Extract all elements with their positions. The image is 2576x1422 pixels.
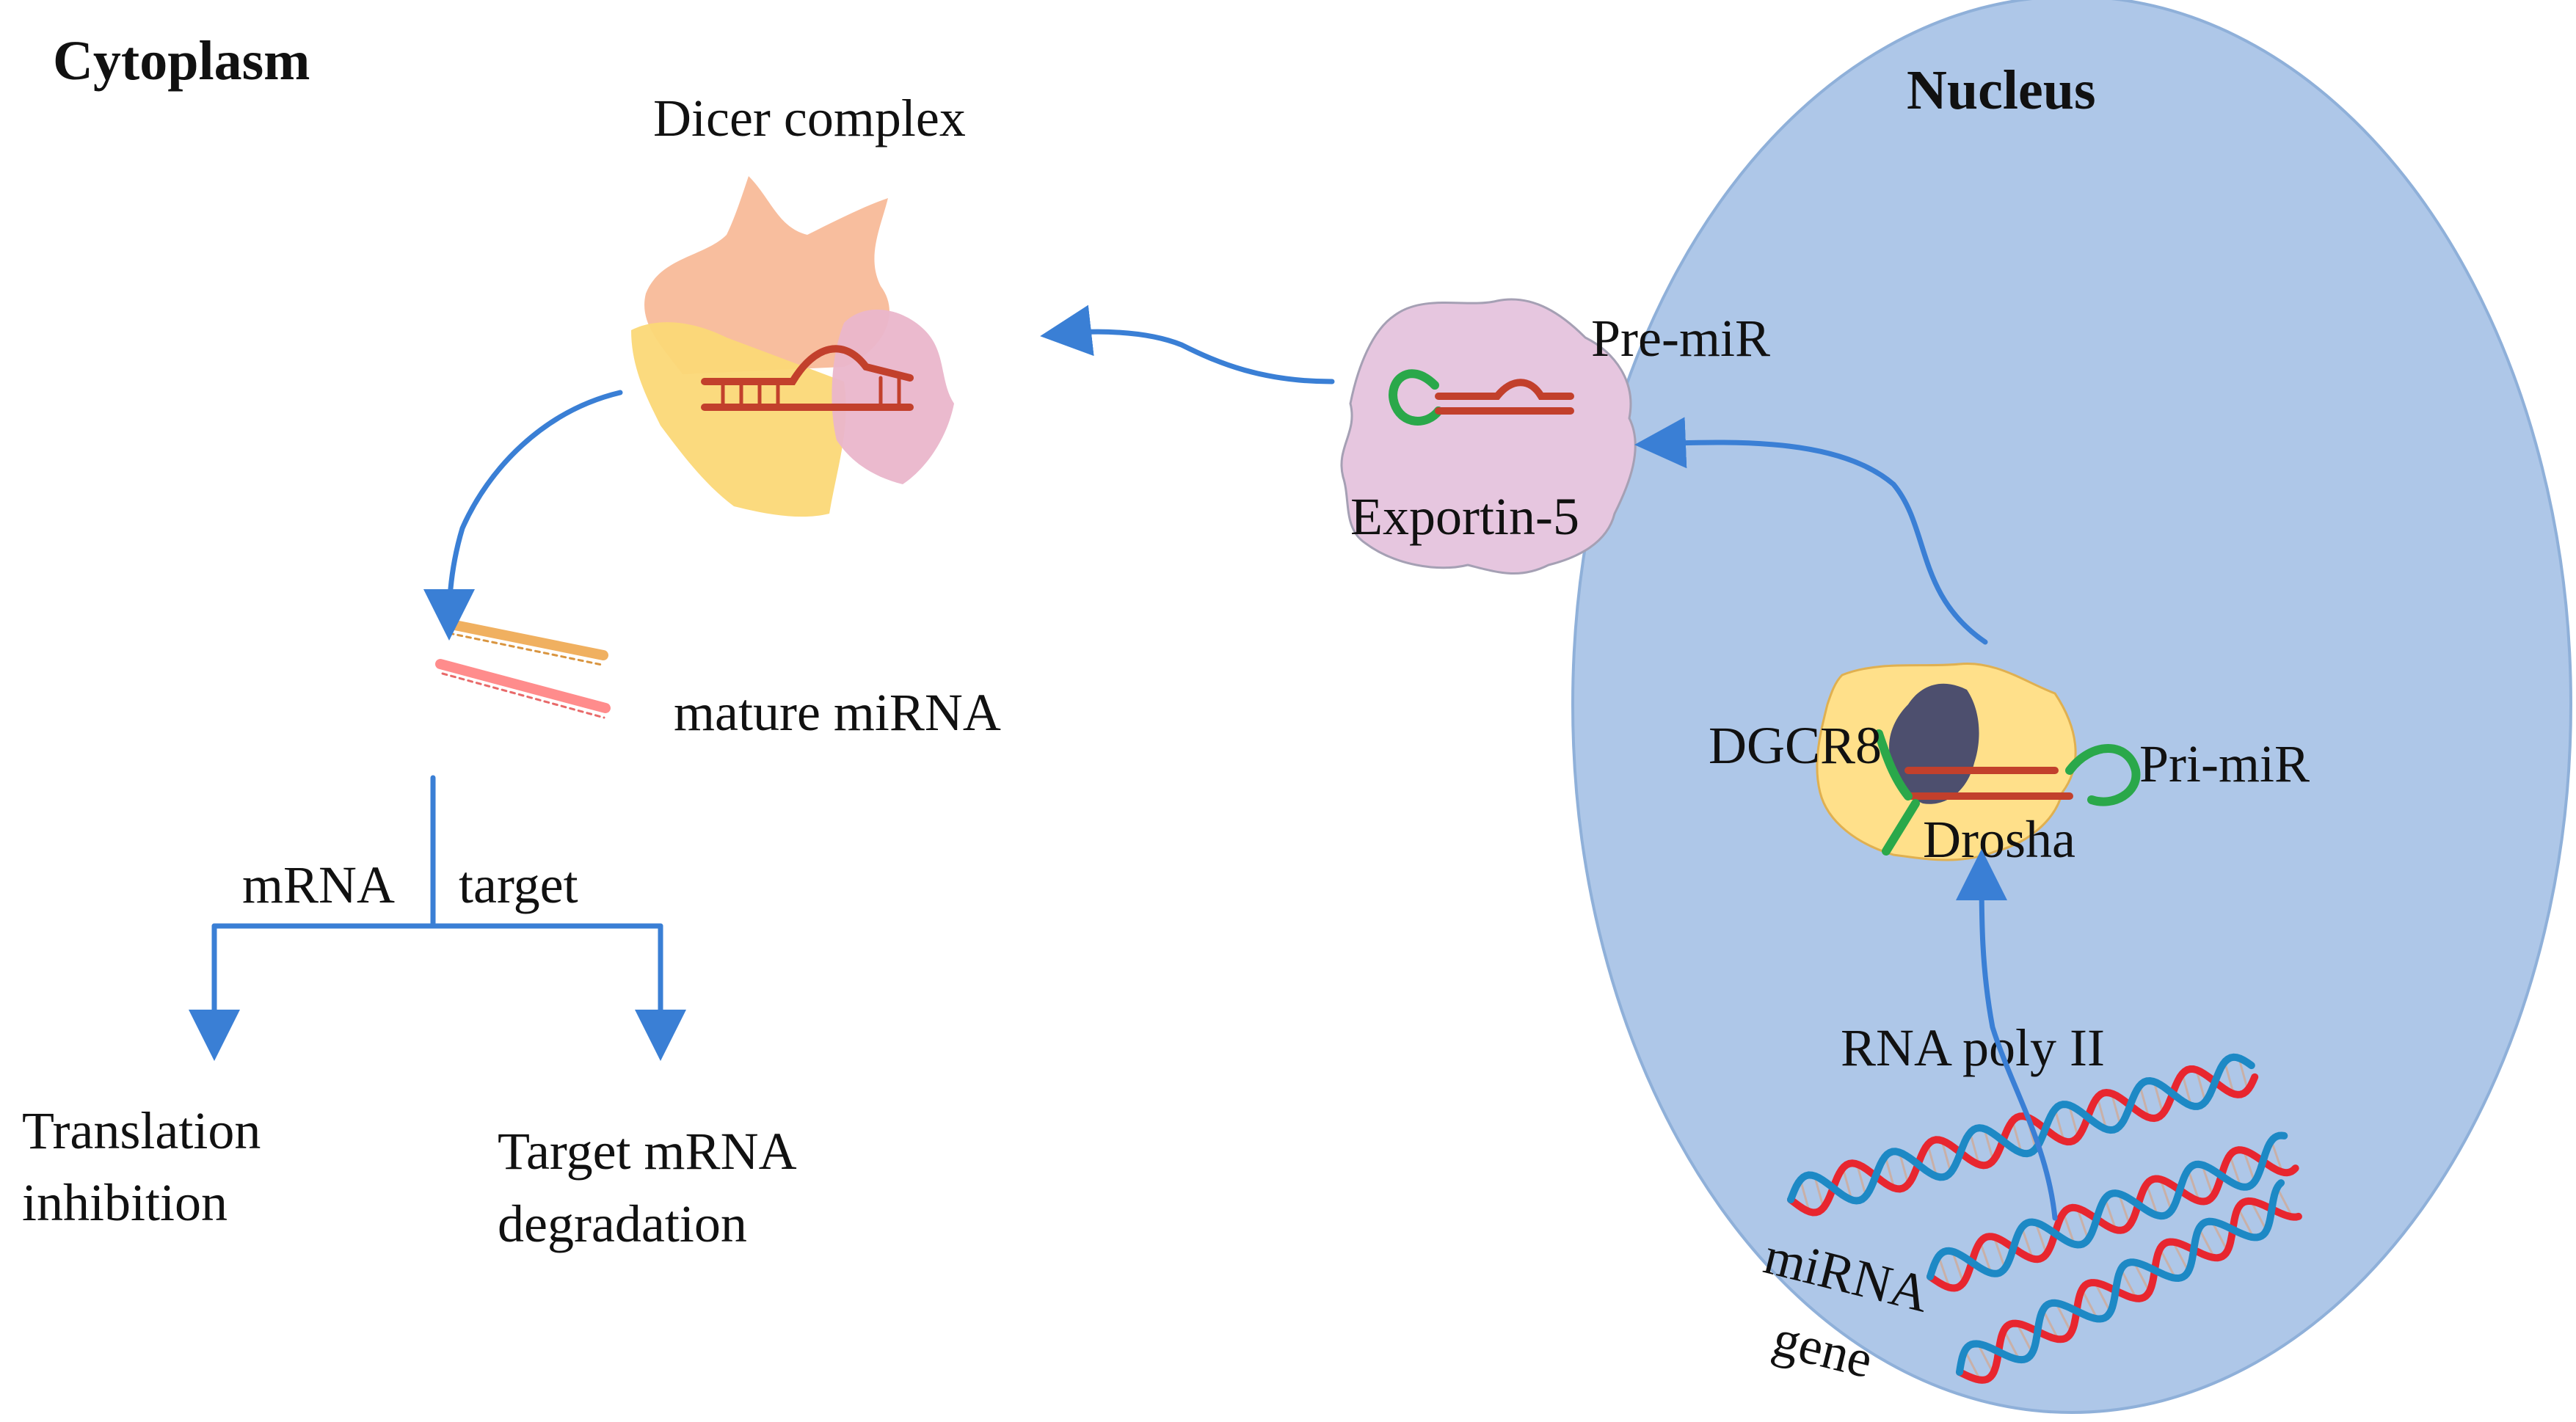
dna-base-pair: [1940, 1140, 1952, 1173]
pri-mir-loop: [2065, 744, 2141, 806]
dicer-pink-subunit: [832, 309, 954, 484]
dna-base-pair: [2133, 1261, 2150, 1293]
dna-base-pair: [2076, 1208, 2089, 1240]
dna-base-pair: [1979, 1241, 1993, 1274]
exportin-5-label: Exportin-5: [1350, 487, 1579, 546]
translation-label-line1: Translation: [22, 1101, 261, 1160]
dna-base-pair: [2198, 1228, 2216, 1258]
rna-pol-label: RNA poly II: [1841, 1018, 2105, 1077]
dna-base-pair: [2062, 1212, 2075, 1245]
translation-label-line2: inhibition: [22, 1173, 228, 1232]
dna-base-pair: [2223, 1061, 2235, 1095]
dna-base-pair: [2055, 1302, 2073, 1333]
cytoplasm-title: Cytoplasm: [53, 30, 310, 92]
dna-base-pair: [1938, 1255, 1951, 1288]
mirna-gene-dna: [1787, 1053, 2302, 1384]
dna-base-pair: [2067, 1104, 2079, 1138]
dna-base-pair: [2276, 1186, 2293, 1218]
pri-mir-strand: [1904, 767, 2073, 800]
dna-base-pair: [2237, 1207, 2255, 1238]
arrow-gene-to-drosha: [1956, 849, 2058, 1221]
arrow-exportin-to-dicer: [1040, 305, 1335, 384]
dna-strand-blue: [1926, 1131, 2288, 1280]
dna-base-pair: [1963, 1350, 1982, 1381]
dna-base-pair: [1855, 1164, 1867, 1197]
pri-mir-label: Pri-miR: [2139, 734, 2310, 793]
dna-base-pair: [2015, 1323, 2034, 1354]
target-label: target: [459, 856, 578, 914]
pathway-arrows: [189, 305, 2058, 1221]
dna-base-pair: [2042, 1309, 2059, 1340]
dgcr8-label: DGCR8: [1709, 716, 1882, 775]
dna-base-pair: [2139, 1085, 2150, 1118]
dna-base-pair: [1799, 1179, 1811, 1212]
arrow-dicer-to-mature: [423, 390, 623, 641]
dna-strand-blue: [1787, 1053, 2255, 1205]
dna-base-pair: [2034, 1222, 2048, 1255]
dna-base-pair: [2020, 1227, 2034, 1259]
dna-base-pair: [1898, 1152, 1910, 1185]
dna-base-pair: [1993, 1236, 2006, 1269]
dna-base-pair: [2181, 1073, 2193, 1106]
dicer-complex-label: Dicer complex: [653, 89, 966, 147]
pri-mir-flank: [1874, 729, 1920, 856]
dna-base-pair: [2081, 1288, 2099, 1320]
dna-base-pair: [2096, 1097, 2108, 1130]
dna-strand-red: [1926, 1146, 2299, 1292]
dna-strand-red: [1787, 1065, 2259, 1217]
dna-base-pair: [2094, 1282, 2111, 1313]
dicer-bound-rna: [701, 345, 914, 411]
dna-base-pair: [2195, 1069, 2207, 1102]
arrow-drosha-to-exportin: [1634, 417, 1988, 645]
nucleus-title: Nucleus: [1907, 59, 2096, 121]
pre-mir-hairpin: [1389, 369, 1443, 426]
mature-mirna-duplex: [435, 619, 611, 719]
dna-strand-blue: [1956, 1179, 2285, 1376]
dna-base-pair: [1841, 1167, 1853, 1200]
dna-base-pair: [1976, 1343, 1995, 1374]
dna-base-pair: [1983, 1128, 1995, 1162]
dna-base-pair: [1813, 1175, 1825, 1208]
drosha-label: Drosha: [1923, 810, 2075, 869]
pre-mir-stem: [1435, 379, 1574, 415]
dna-base-pair: [2153, 1081, 2164, 1114]
dna-base-pair: [2228, 1155, 2242, 1187]
pre-mir-label: Pre-miR: [1591, 309, 1770, 368]
dna-base-pair: [2117, 1193, 2131, 1225]
dna-base-pair: [2053, 1109, 2065, 1142]
nucleus-ellipse: [1571, 0, 2572, 1414]
dna-base-pair: [2270, 1140, 2284, 1173]
dna-base-pair: [2011, 1120, 2023, 1153]
dicer-complex: [631, 176, 954, 517]
dna-base-pair: [2238, 1057, 2249, 1090]
dna-base-pair: [2145, 1184, 2159, 1216]
dna-base-pair: [2211, 1221, 2229, 1252]
dicer-yellow-subunit: [631, 322, 846, 517]
dicer-peach-subunit: [644, 176, 889, 374]
dna-base-pair: [1926, 1144, 1938, 1177]
dna-base-pair: [2103, 1198, 2117, 1230]
microprocessor-complex: [1816, 662, 2141, 861]
dna-base-pair: [2110, 1093, 2122, 1126]
degradation-label-line2: degradation: [498, 1195, 747, 1253]
dna-base-pair: [2120, 1268, 2138, 1299]
mature-mirna-label: mature miRNA: [674, 683, 1001, 742]
dna-base-pair: [2249, 1200, 2268, 1231]
dna-base-pair: [2242, 1150, 2256, 1182]
dna-base-pair: [2172, 1241, 2190, 1272]
exportin-5-complex: [1340, 298, 1637, 575]
degradation-label-line1: Target mRNA: [498, 1122, 797, 1181]
dna-base-pair: [1969, 1132, 1980, 1165]
dna-base-pair: [2159, 1178, 2173, 1211]
mrna-label: mRNA: [242, 856, 395, 914]
dna-base-pair: [1884, 1156, 1896, 1189]
dna-base-pair: [2187, 1169, 2200, 1202]
dna-base-pair: [2158, 1248, 2177, 1279]
exportin-5-blob: [1340, 298, 1637, 575]
dna-base-pair: [2003, 1330, 2020, 1360]
dna-base-pair: [1951, 1251, 1965, 1283]
dna-base-pair: [2201, 1164, 2214, 1197]
